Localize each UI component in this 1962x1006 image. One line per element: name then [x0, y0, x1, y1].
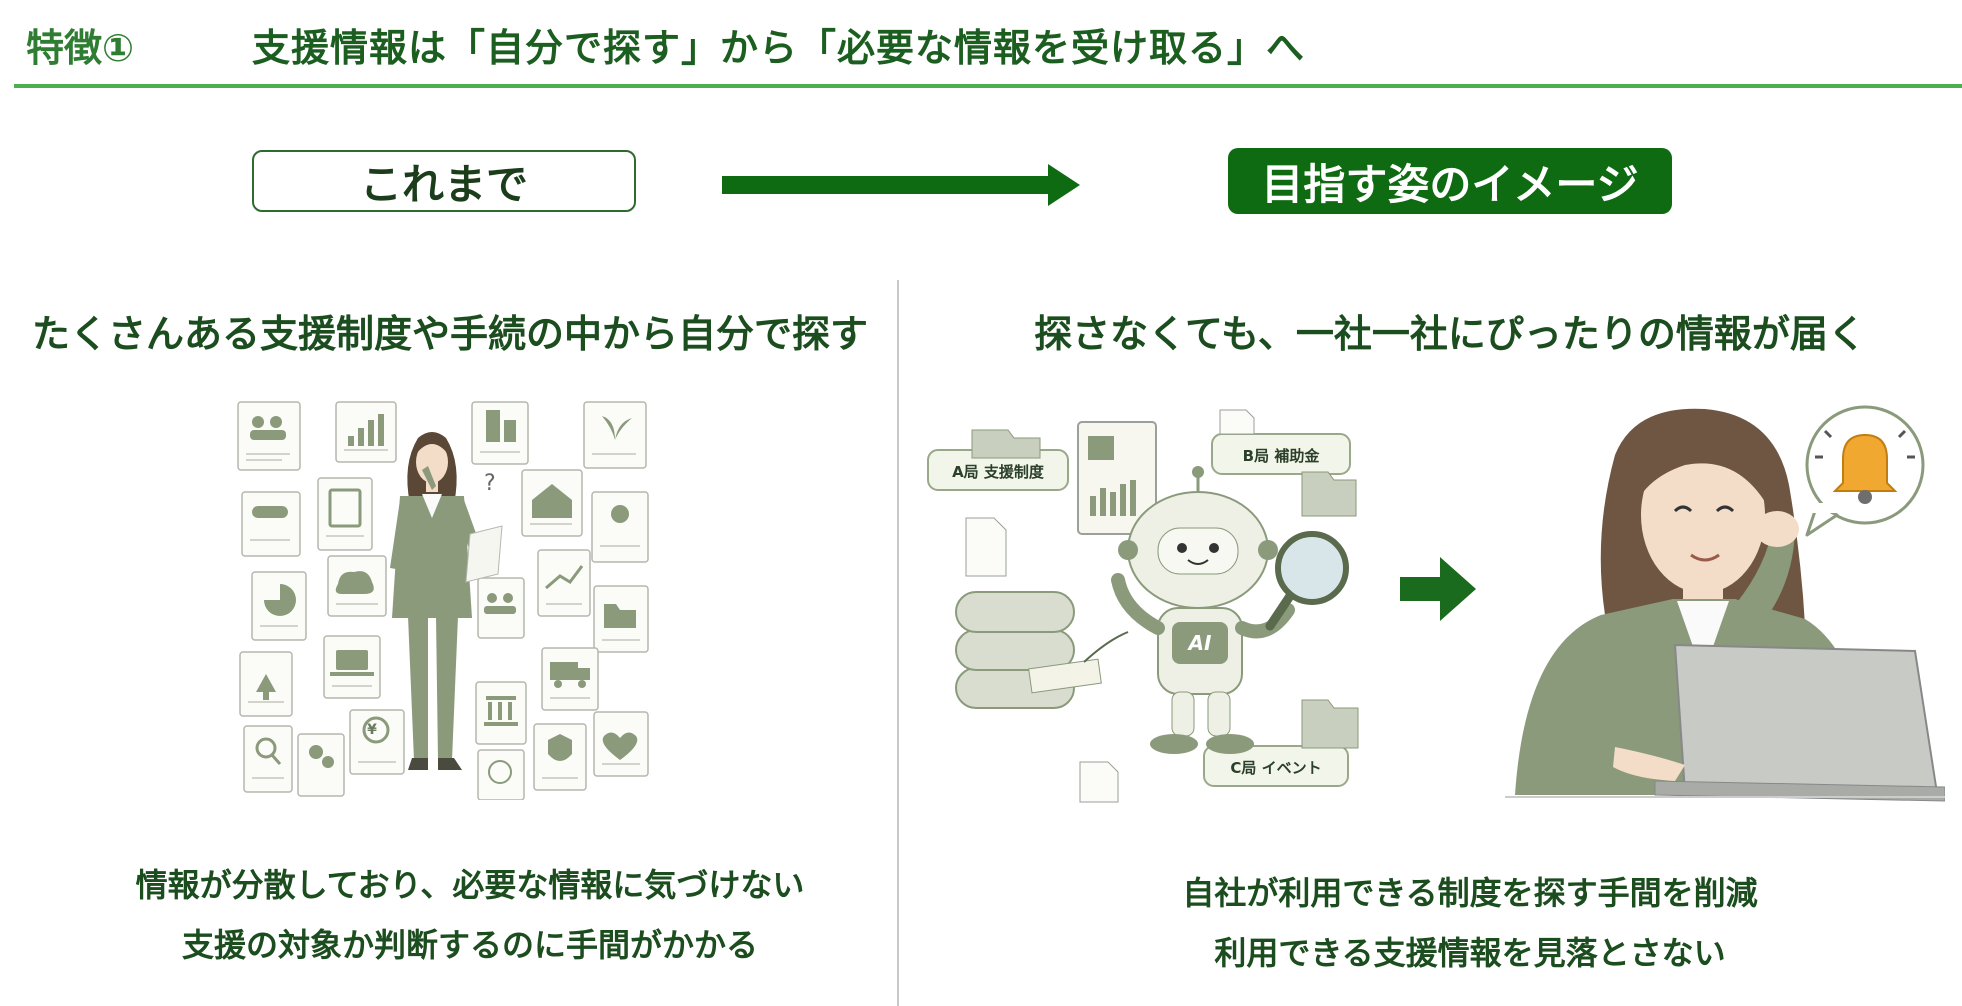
feature-number: 特徴① [26, 25, 135, 70]
left-point-2: 支援の対象か判断するのに手間がかかる [181, 926, 758, 964]
right-point-1: 自社が利用できる制度を探す手間を削減 [1182, 874, 1758, 912]
svg-text:AI: AI [1187, 631, 1212, 655]
label-b-tag: B局 補助金 [1211, 433, 1351, 475]
right-column-heading: 探さなくても、一社一社にぴったりの情報が届く [1034, 311, 1866, 356]
svg-text:A局 支援制度: A局 支援制度 [952, 463, 1045, 481]
before-tag: これまで [252, 150, 636, 212]
searching-woman-illustration: ¥ ? [237, 401, 649, 800]
left-column-heading: たくさんある支援制度や手続の中から自分で探す [31, 311, 868, 356]
title-underline [14, 84, 1962, 88]
svg-text:C局 イベント: C局 イベント [1230, 759, 1321, 777]
svg-text:B局 補助金: B局 補助金 [1243, 447, 1321, 465]
after-tag: 目指す姿のイメージ [1228, 148, 1672, 214]
woman-receiving-info-illustration [1505, 405, 1945, 802]
transition-arrow-icon [722, 164, 1080, 206]
ai-robot-illustration: A局 支援制度 B局 補助金 C局 イベント AI [927, 409, 1359, 803]
slide-title-row: 特徴① 支援情報は「自分で探す」から「必要な情報を受け取る」へ [26, 14, 1305, 74]
right-point-2: 利用できる支援情報を見落とさない [1214, 934, 1726, 972]
label-c-tag: C局 イベント [1203, 745, 1349, 787]
svg-text:¥: ¥ [367, 722, 377, 738]
delivery-arrow-icon [1400, 557, 1476, 621]
left-point-1: 情報が分散しており、必要な情報に気づけない [135, 866, 805, 904]
label-a-tag: A局 支援制度 [927, 449, 1069, 491]
column-divider [897, 280, 899, 1006]
slide-title: 支援情報は「自分で探す」から「必要な情報を受け取る」へ [252, 25, 1306, 70]
svg-text:?: ? [484, 471, 496, 496]
